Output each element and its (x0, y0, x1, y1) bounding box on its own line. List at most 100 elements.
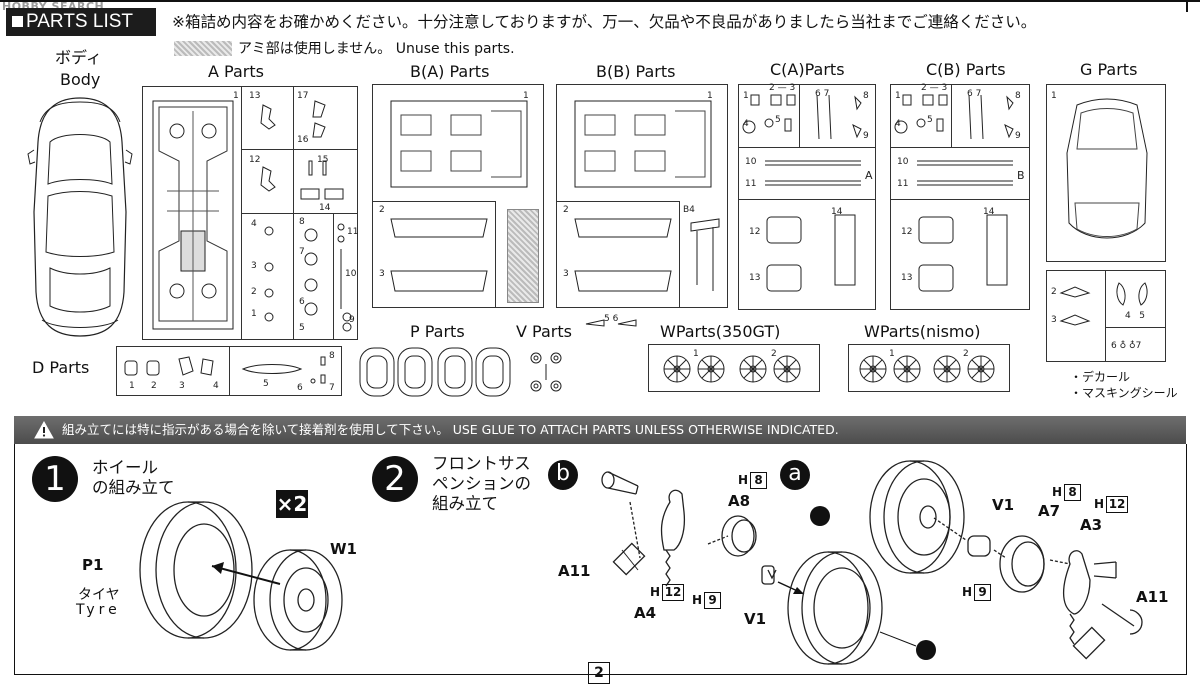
ba-num-3: 3 (379, 269, 385, 279)
a-num-8: 8 (299, 217, 305, 227)
a-parts-divider-v2 (293, 87, 294, 339)
a-num-1: 1 (233, 91, 239, 101)
bb-floor-drawing (574, 100, 712, 188)
step-2-suspension-left-drawing (601, 471, 805, 595)
label-h9-right-letter: H (962, 585, 973, 599)
cb-divider-v (951, 85, 952, 147)
label-a7: A7 (1038, 502, 1061, 520)
a-num-9: 9 (349, 315, 355, 325)
label-h9-right-num: 9 (974, 584, 992, 601)
a-parts-small-pieces (260, 100, 352, 332)
glue-warning-text: 組み立てには特に指示がある場合を除いて接着剤を使用して下さい。 USE GLUE… (62, 422, 839, 437)
ba-divider-v (495, 201, 496, 307)
a-parts-sprue: 1 13 17 16 12 15 14 4 3 2 1 8 7 6 5 11 1… (142, 86, 358, 340)
bb-num-3: 3 (563, 269, 569, 279)
contents-note: ※箱詰め内容をお確かめください。十分注意しておりますが、万一、欠品や不良品があり… (172, 13, 1037, 31)
cb-num-5: 5 (927, 115, 933, 125)
a-num-15: 15 (317, 155, 329, 165)
label-a3: A3 (1080, 516, 1103, 534)
label-h12-right-letter: H (1094, 497, 1105, 511)
cb-num-12: 12 (901, 227, 913, 237)
mesh-swatch (174, 41, 232, 56)
label-h8-right-num: 8 (1064, 484, 1082, 501)
ca-divider-1 (739, 147, 875, 148)
step-2-suspension-right-drawing (933, 517, 1143, 660)
top-frame-line (0, 0, 1200, 2)
v-num-5-6: 5 6 (604, 314, 619, 324)
unuse-note-text: アミ部は使用しません。 Unuse this parts. (238, 41, 515, 57)
body-drawing (27, 97, 133, 337)
glue-warning-bar: 組み立てには特に指示がある場合を除いて接着剤を使用して下さい。 USE GLUE… (14, 416, 1186, 444)
g-num-2: 2 (1051, 287, 1057, 297)
ca-parts-sprue: 1 2 — 3 4 5 6 7 8 9 10 11 A 14 12 13 (738, 83, 876, 310)
v-clips-drawing (585, 319, 637, 327)
body-label-jp: ボディ (55, 48, 102, 67)
body-label-en: Body (60, 70, 101, 89)
cb-num-8: 8 (1015, 91, 1021, 101)
g-lens-divider-v (1105, 271, 1106, 361)
parts-list-title-text: PARTS LIST (26, 11, 133, 32)
w350-parts-sprue: 1 2 (648, 344, 820, 392)
ca-num-9: 9 (863, 131, 869, 141)
substep-b-marker: b (548, 460, 578, 490)
step-1-p1-label: P1 (82, 556, 104, 574)
d-num-3: 3 (179, 381, 185, 391)
bb-divider (557, 201, 679, 202)
cb-num-10: 10 (897, 157, 909, 167)
v-parts-label: V Parts (516, 322, 572, 341)
bb-num-2: 2 (563, 205, 569, 215)
cb-parts-label: C(B) Parts (926, 60, 1006, 79)
decal-label: ・デカール (1070, 370, 1131, 384)
d-num-5: 5 (263, 379, 269, 389)
bb-wing-drawing (690, 218, 720, 291)
label-h9-left-num: 9 (704, 592, 722, 609)
d-num-7: 7 (329, 383, 335, 393)
label-a4: A4 (634, 604, 657, 622)
bb-parts-sprue: 1 2 3 B4 (556, 84, 728, 308)
ca-num-14: 14 (831, 207, 843, 217)
a-num-16: 16 (297, 135, 309, 145)
cb-divider-2 (891, 199, 1029, 200)
d-num-4: 4 (213, 381, 219, 391)
cb-parts-sprue: 1 2 — 3 4 5 6 7 8 9 10 11 B 14 12 13 (890, 83, 1030, 310)
step-2-title-line3: 組み立て (432, 494, 498, 513)
ba-parts-label: B(A) Parts (410, 62, 490, 81)
cb-num-4: 4 (895, 119, 901, 129)
g-num-3: 3 (1051, 315, 1057, 325)
g-num-4-5: 4 5 (1125, 311, 1146, 321)
title-square-icon (12, 16, 23, 27)
right-frame-line (1186, 0, 1188, 12)
g-lens-sprue: 2 3 4 5 6 ♁ ♁7 (1046, 270, 1166, 362)
step-2-title-line1: フロントサス (432, 454, 531, 473)
label-h8-left-letter: H (738, 473, 749, 487)
d-num-2: 2 (151, 381, 157, 391)
g-num-6-7: 6 ♁ ♁7 (1111, 341, 1142, 351)
ca-num-5: 5 (775, 115, 781, 125)
parts-list-title: PARTS LIST (6, 8, 156, 36)
lower-frame-bottom (14, 674, 1187, 675)
a-num-3: 3 (251, 261, 257, 271)
p-parts-label: P Parts (410, 322, 465, 341)
d-pieces-drawing (124, 356, 326, 384)
a-num-17: 17 (297, 91, 309, 101)
step-1-tyre-en: Tyre (76, 602, 121, 618)
a-num-13: 13 (249, 91, 261, 101)
step-1-title-line1: ホイール (92, 458, 158, 477)
step-2-wheel-right-drawing (869, 460, 965, 574)
label-a11-right: A11 (1136, 588, 1169, 606)
ba-num-2: 2 (379, 205, 385, 215)
a-num-1b: 1 (251, 309, 257, 319)
d-parts-label: D Parts (32, 358, 90, 377)
step-2-number: 2 (372, 456, 418, 502)
step-1-tyre-jp: タイヤ (78, 587, 120, 603)
ca-parts-label: C(A)Parts (770, 60, 845, 79)
d-parts-sprue: 1 2 3 4 5 6 8 7 (116, 346, 342, 396)
cb-num-1: 1 (895, 91, 901, 101)
wnismo-num-1: 1 (889, 349, 895, 359)
g-window-drawing (1066, 98, 1148, 239)
step-1-wheel-assembly-drawing (139, 501, 343, 651)
a-num-14: 14 (319, 203, 331, 213)
masking-seal-label: ・マスキングシール (1070, 386, 1178, 400)
label-v1-left: V1 (744, 610, 767, 628)
cb-pieces-drawing (894, 94, 1014, 292)
